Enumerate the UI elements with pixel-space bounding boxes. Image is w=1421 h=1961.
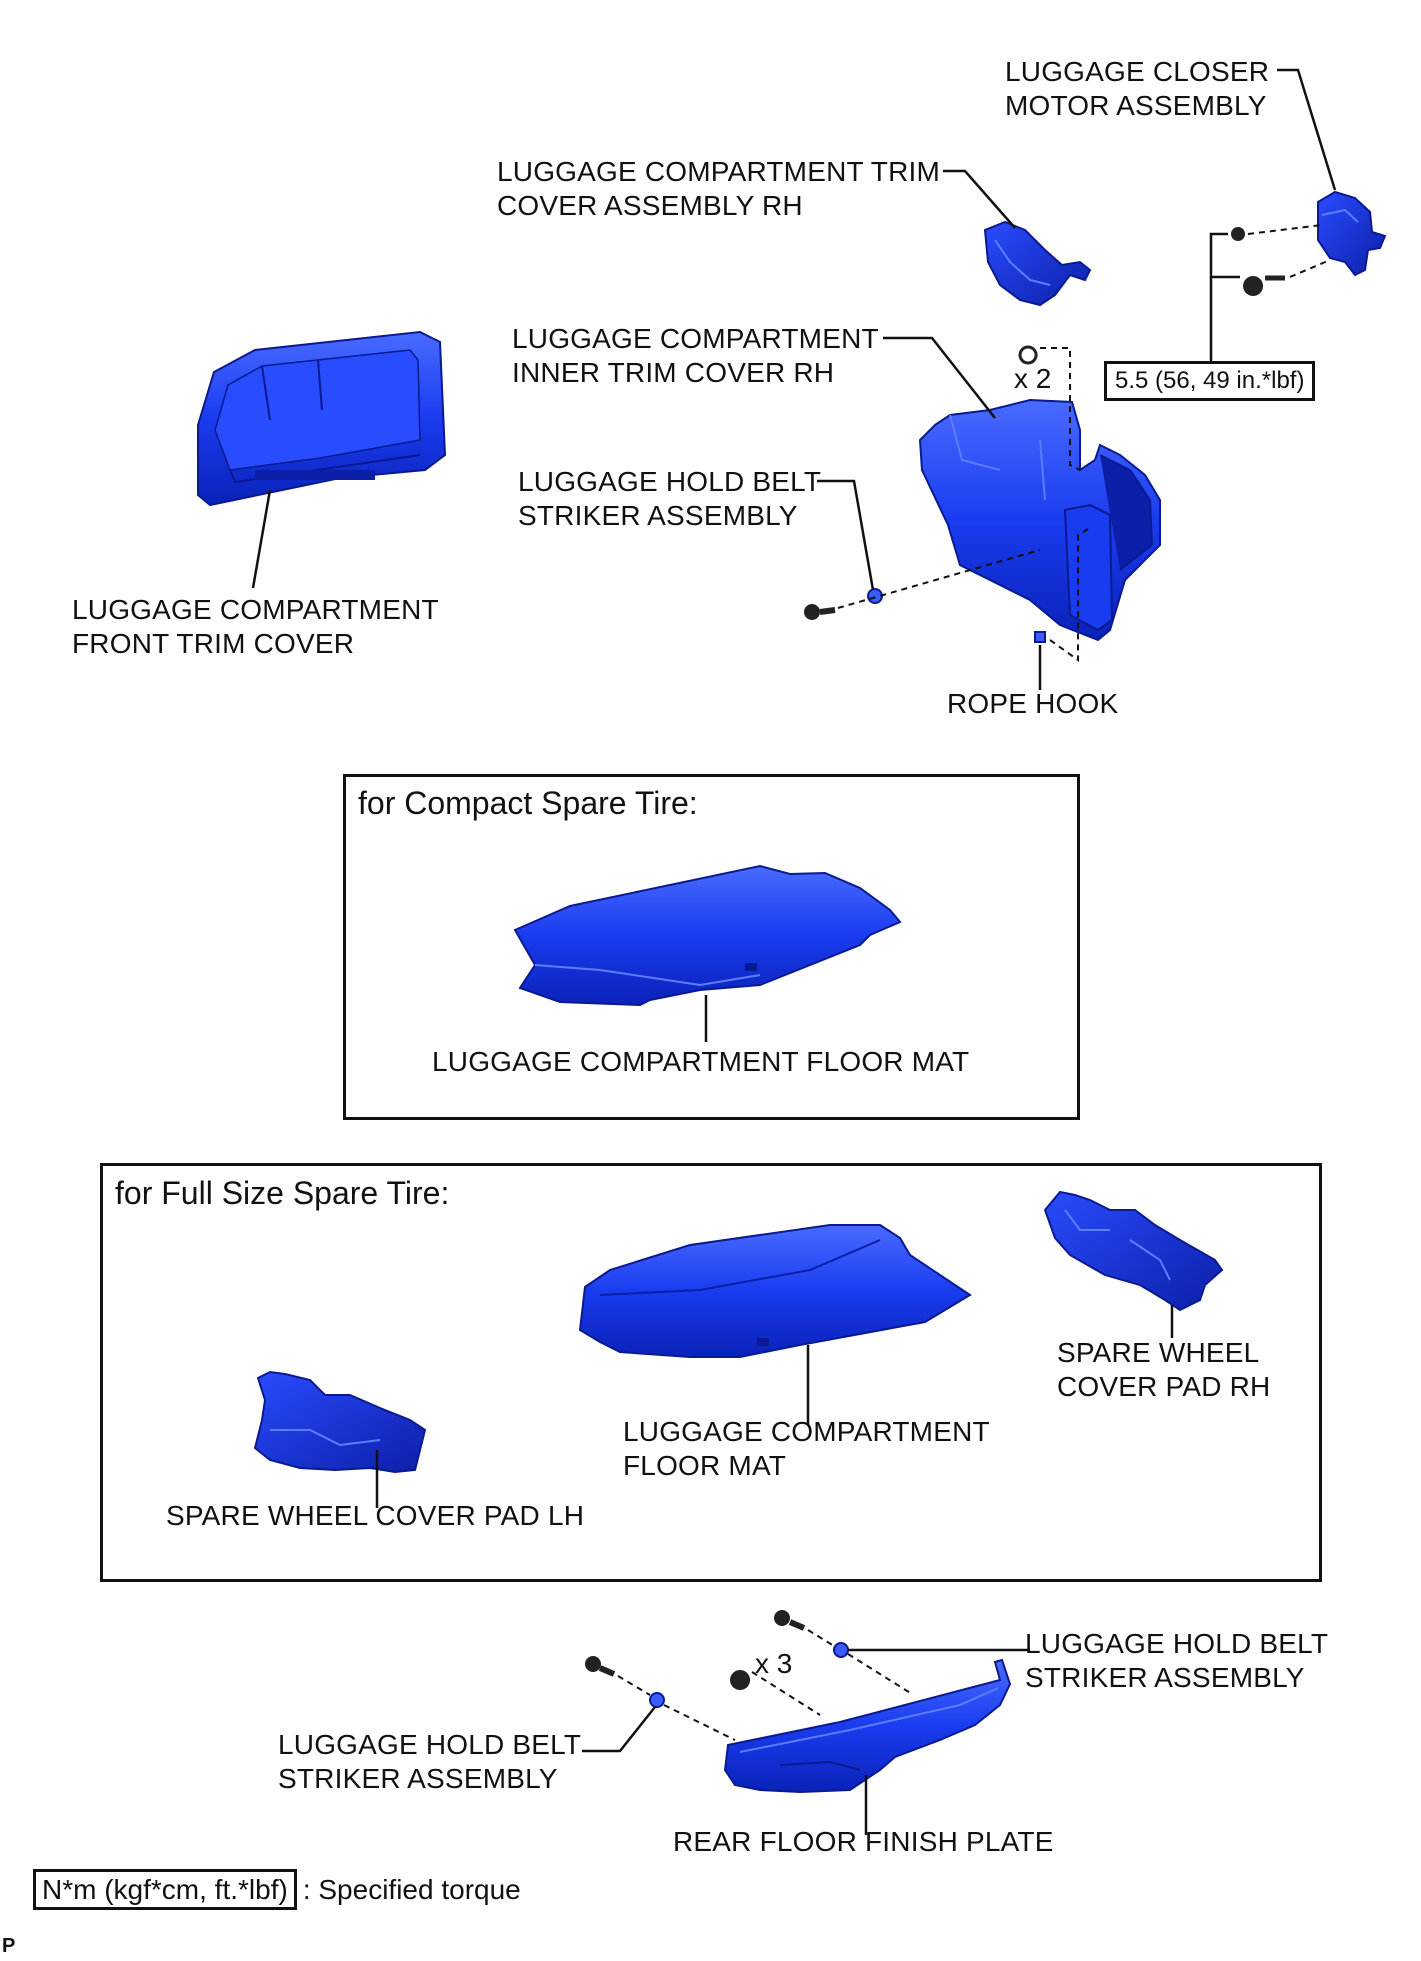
full-size-spare-tire-box (100, 1163, 1322, 1582)
front-trim-cover-part (197, 330, 447, 507)
striker-part (833, 1642, 849, 1658)
full-box-title: for Full Size Spare Tire: (115, 1175, 450, 1211)
compact-spare-tire-box (343, 774, 1080, 1120)
label-hold-belt-top: LUGGAGE HOLD BELT STRIKER ASSEMBLY (518, 466, 822, 531)
bolt-icon (585, 1656, 601, 1672)
label-floor-mat-compact: LUGGAGE COMPARTMENT FLOOR MAT (432, 1046, 970, 1077)
inner-trim-rh-part (918, 398, 1161, 642)
figure-code: P (2, 1935, 16, 1957)
bolt-icon (774, 1610, 790, 1626)
inner-trim-leader (883, 336, 996, 419)
striker-part (649, 1692, 665, 1708)
bolt-icon (804, 604, 820, 620)
closer-motor-part (1317, 190, 1387, 277)
compact-floor-mat-part (513, 864, 902, 1007)
label-front-trim: LUGGAGE COMPARTMENT FRONT TRIM COVER (72, 594, 439, 659)
label-hold-belt-right: LUGGAGE HOLD BELT STRIKER ASSEMBLY (1025, 1628, 1329, 1693)
multiplier-x3: x 3 (755, 1648, 793, 1679)
trim-cover-rh-part (983, 220, 1092, 307)
label-rear-plate: REAR FLOOR FINISH PLATE (673, 1826, 1054, 1857)
front-trim-leader (251, 489, 272, 589)
hold-belt-top-leader (817, 479, 875, 591)
multiplier-x2: x 2 (1014, 363, 1052, 394)
compact-box-title: for Compact Spare Tire: (358, 785, 698, 821)
torque-legend: N*m (kgf*cm, ft.*lbf): Specified torque (33, 1869, 521, 1910)
label-floor-mat-full: LUGGAGE COMPARTMENT FLOOR MAT (623, 1416, 990, 1481)
full-floor-mat-part (578, 1224, 972, 1358)
label-spare-pad-lh: SPARE WHEEL COVER PAD LH (166, 1500, 585, 1531)
spare-pad-rh-part (1043, 1190, 1224, 1312)
label-spare-pad-rh: SPARE WHEEL COVER PAD RH (1057, 1337, 1271, 1402)
label-closer-motor: LUGGAGE CLOSER MOTOR ASSEMBLY (1005, 56, 1270, 121)
spare-pad-lh-part (253, 1370, 427, 1474)
bolt-icon (1243, 276, 1264, 296)
hold-belt-left-leader (582, 1706, 656, 1753)
legend-text: : Specified torque (302, 1874, 521, 1905)
clip-icon (1018, 345, 1038, 365)
clip-icon (730, 1670, 751, 1690)
torque-spec: 5.5 (56, 49 in.*lbf) (1104, 361, 1316, 401)
rear-floor-plate-part (723, 1658, 1012, 1794)
label-inner-trim-rh: LUGGAGE COMPARTMENT INNER TRIM COVER RH (512, 323, 879, 388)
closer-motor-leader (1277, 68, 1337, 191)
label-trim-cover-rh: LUGGAGE COMPARTMENT TRIM COVER ASSEMBLY … (497, 156, 940, 221)
label-hold-belt-left: LUGGAGE HOLD BELT STRIKER ASSEMBLY (278, 1729, 582, 1794)
rope-hook-part (1034, 631, 1046, 643)
bolt-icon (1231, 227, 1245, 241)
striker-part (867, 588, 883, 604)
trim-cover-rh-leader (943, 169, 1016, 229)
legend-unit: N*m (kgf*cm, ft.*lbf) (33, 1869, 297, 1910)
label-rope-hook: ROPE HOOK (947, 688, 1119, 719)
